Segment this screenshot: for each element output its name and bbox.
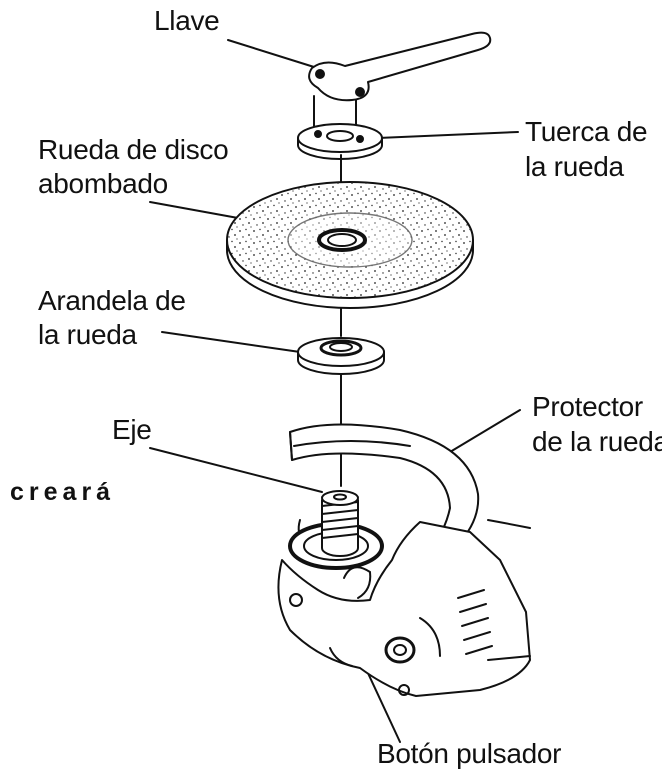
grinder-body-part [277,519,531,697]
wheel-nut-part [297,123,383,160]
grinding-disc-part [226,181,474,309]
label-arandela-line2: la rueda [38,319,137,350]
label-arandela-line1: Arandela de [38,285,186,316]
leader-protector [444,409,521,456]
leader-arandela [161,331,301,353]
cropped-text-fragment: creará [10,478,116,506]
spindle-part [288,490,384,570]
label-rueda-line2: abombado [38,168,168,199]
wrench-part [308,31,492,135]
label-boton: Botón pulsador [377,738,562,769]
leader-tuerca [377,131,519,139]
leader-rueda [149,201,239,219]
label-protector-line2: de la rueda [532,426,662,457]
label-tuerca-line1: Tuerca de [525,116,648,147]
label-tuerca-line2: la rueda [525,151,624,182]
inner-flange-part [297,337,385,375]
label-protector-line1: Protector [532,391,643,422]
label-eje: Eje [112,414,152,445]
label-llave: Llave [154,5,220,36]
leader-eje [149,447,323,493]
label-rueda-line1: Rueda de disco [38,134,229,165]
